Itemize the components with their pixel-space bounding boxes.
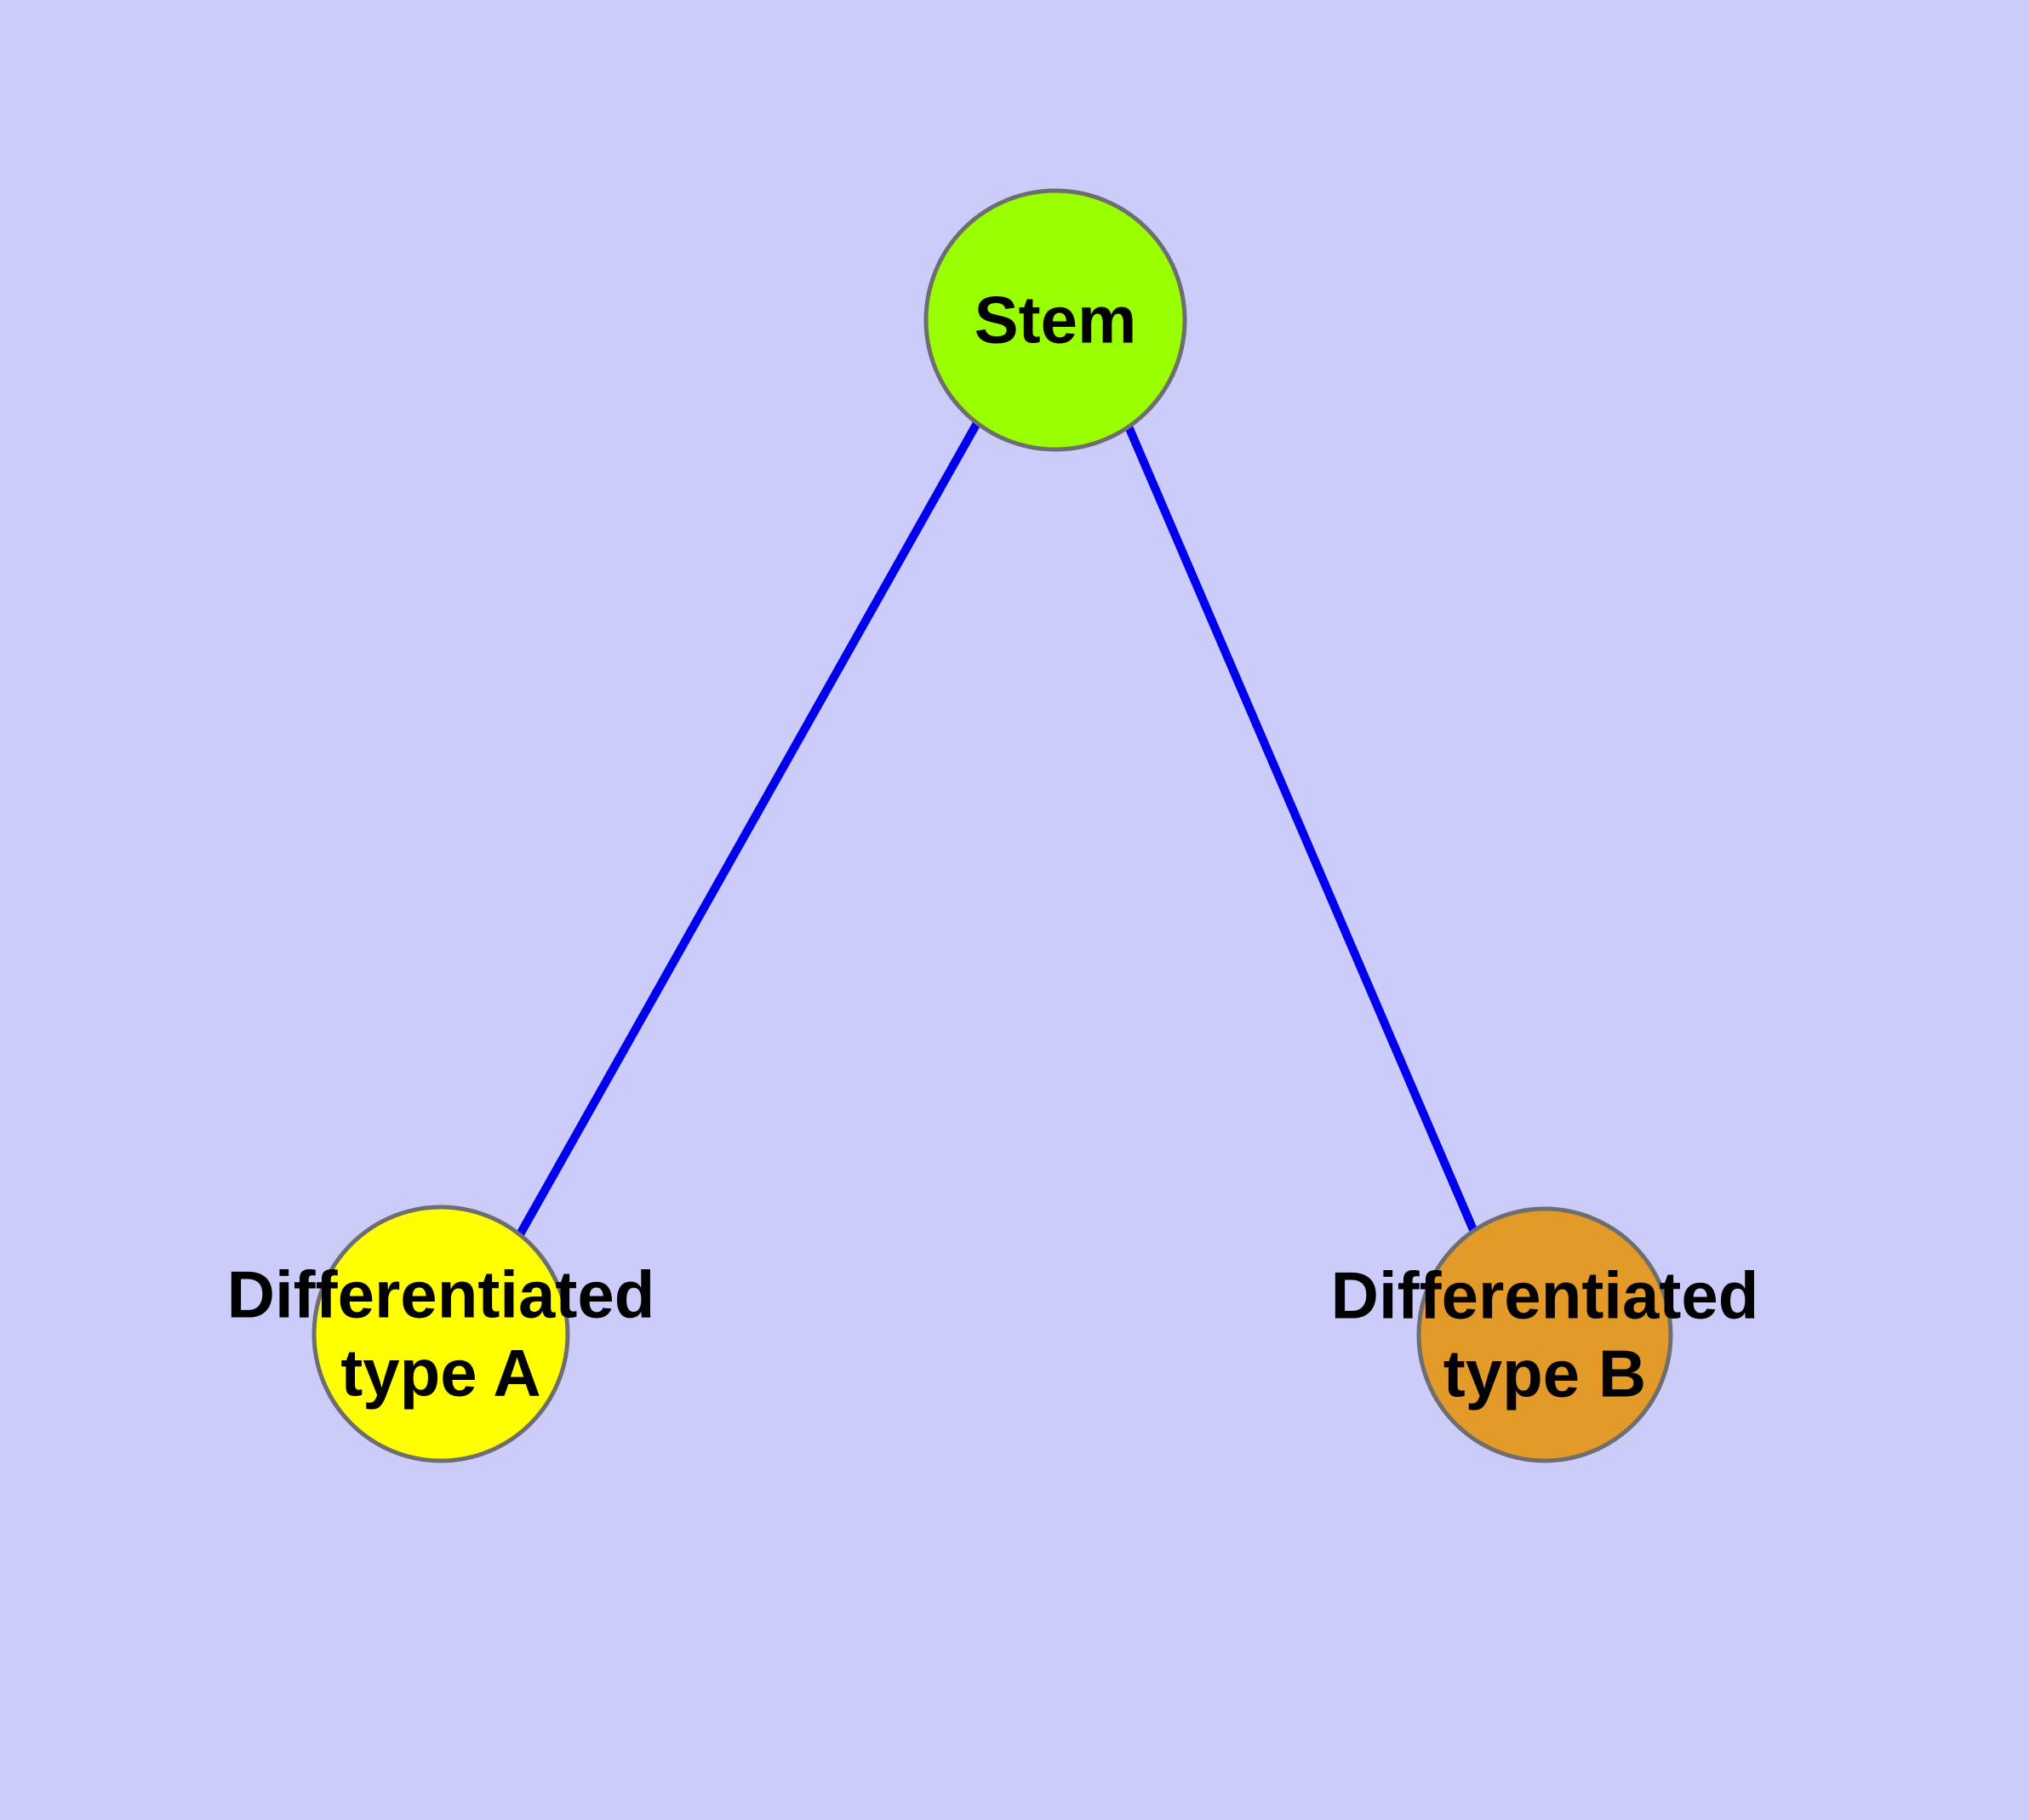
label-line: Differentiated [1331,1258,1759,1333]
label-line: Stem [974,283,1137,358]
node-stem-label: Stem [974,283,1137,358]
edge-layer [516,421,1478,1237]
edge-stem-to-diff-b[interactable] [1124,425,1478,1233]
node-stem-circle[interactable] [923,188,1187,452]
node-diff-a-circle[interactable] [311,1205,570,1463]
node-layer [311,188,1673,1463]
edge-stem-to-diff-a[interactable] [516,421,981,1237]
node-diff-b-circle[interactable] [1416,1206,1673,1463]
label-line: Differentiated [227,1257,655,1332]
label-line: type A [340,1336,541,1411]
label-line: type B [1443,1336,1646,1411]
